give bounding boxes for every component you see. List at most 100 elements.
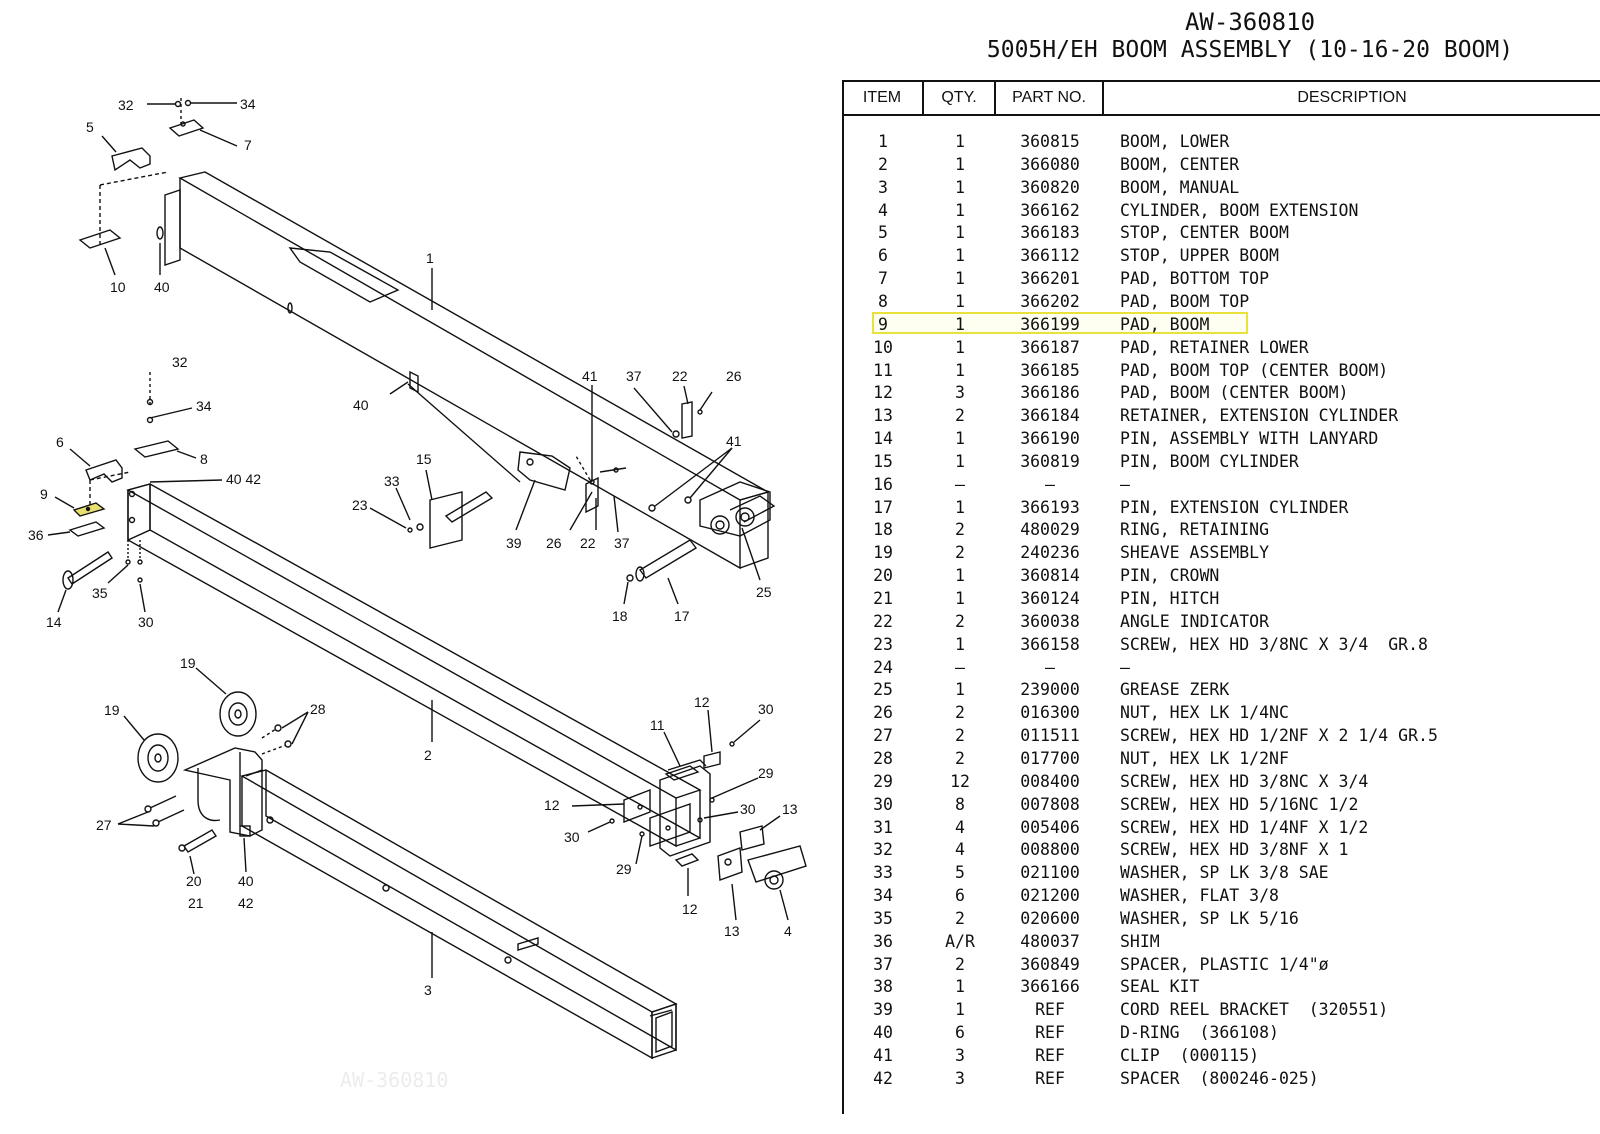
qty-cell: 1 [955,154,965,174]
part-number-cell: 239000 [1020,680,1080,700]
part-number-cell: 366162 [1020,200,1080,220]
item-cell: 11 [873,360,893,380]
item-cell: 42 [873,1068,893,1088]
qty-cell: – [955,657,965,677]
qty-cell: 1 [955,246,965,266]
part-number-cell: 360815 [1020,132,1080,151]
item-cell: 2 [878,154,888,174]
qty-cell: 1 [955,132,965,151]
qty-cell: 2 [955,726,965,746]
qty-cell: 2 [955,406,965,426]
callout-30: 30 [758,701,774,717]
qty-cell: 4 [955,817,965,837]
part-number-cell: 366190 [1020,429,1080,449]
item-cell: 24 [873,657,893,677]
part-number-cell: REF [1035,1046,1065,1065]
item-cell: 8 [878,291,888,311]
description-cell: STOP, UPPER BOOM [1120,246,1279,266]
qty-cell: 1 [955,223,965,243]
description-cell: RING, RETAINING [1120,520,1270,540]
callout-20: 20 [186,873,202,889]
part-number-cell: 005406 [1020,817,1080,837]
item-cell: 17 [873,497,893,517]
qty-cell: 1 [955,314,965,334]
description-cell: – [1120,657,1130,677]
top-hardware-group [78,98,238,276]
callout-29: 29 [616,861,632,877]
item-cell: 12 [873,383,893,403]
item-cell: 27 [873,726,893,746]
qty-cell: 1 [955,680,965,700]
item-cell: 37 [873,954,893,974]
part-number-cell: 360124 [1020,589,1080,608]
title-block: AW-360810 5005H/EH BOOM ASSEMBLY (10-16-… [920,8,1580,64]
part-number-cell: 366183 [1020,223,1080,243]
callout-6: 6 [56,434,64,450]
qty-cell: 1 [955,451,965,471]
center-boom-right-hardware [571,709,807,921]
callout-37: 37 [614,535,630,551]
callout-18: 18 [612,608,628,624]
part-number-cell: 011511 [1020,726,1080,746]
description-cell: NUT, HEX LK 1/2NF [1120,748,1289,768]
item-cell: 3 [878,177,888,197]
description-cell: SPACER, PLASTIC 1/4"ø [1120,954,1329,974]
description-cell: CORD REEL BRACKET (320551) [1120,1000,1389,1020]
callout-12: 12 [544,797,560,813]
item-cell: 40 [873,1023,893,1043]
boom-manual [182,747,678,1060]
description-cell: SPACER (800246-025) [1120,1068,1319,1088]
description-cell: PAD, BOOM [1120,314,1210,334]
qty-cell: 2 [955,543,965,563]
qty-cell: 4 [955,840,965,860]
callout-26: 26 [726,368,742,384]
qty-cell: 1 [955,497,965,517]
item-cell: 31 [873,817,893,837]
header-qty: QTY. [924,80,996,116]
callout-22: 22 [672,368,688,384]
item-cell: 36 [873,931,893,951]
callout-42: 42 [238,895,254,911]
item-cell: 32 [873,840,893,860]
description-cell: SCREW, HEX HD 3/8NC X 3/4 GR.8 [1120,634,1428,654]
callout-12: 12 [682,901,698,917]
description-cell: SCREW, HEX HD 5/16NC 1/2 [1120,794,1359,814]
part-number-cell: 480037 [1020,931,1080,951]
description-cell: CYLINDER, BOOM EXTENSION [1120,200,1359,220]
parts-table-header: ITEM QTY. PART NO. DESCRIPTION [842,80,1600,116]
description-cell: NUT, HEX LK 1/4NC [1120,703,1289,723]
item-cell: 10 [873,337,893,357]
callout-30: 30 [740,801,756,817]
qty-cell: 1 [955,429,965,449]
boom-lower [156,171,776,570]
item-cell: 38 [873,977,893,997]
qty-cell: 1 [955,589,965,608]
header-part-no: PART NO. [996,80,1104,116]
part-number-cell: 008800 [1020,840,1080,860]
description-cell: CLIP (000115) [1120,1046,1260,1065]
table-row: 24––– [842,656,1600,679]
header-item: ITEM [842,80,924,116]
item-cell: 22 [873,611,893,631]
item-cell: 18 [873,520,893,540]
callout-labels: 32 34 5 7 10 40 1 32 34 40 41 37 22 26 6… [28,96,798,998]
description-cell: GREASE ZERK [1120,680,1230,700]
description-cell: PAD, RETAINER LOWER [1120,337,1309,357]
description-cell: SHIM [1120,931,1160,951]
qty-cell: 2 [955,703,965,723]
callout-7: 7 [244,137,252,153]
callout-21: 21 [188,895,204,911]
callout-8: 8 [200,451,208,467]
qty-cell: 2 [955,954,965,974]
description-cell: SHEAVE ASSEMBLY [1120,543,1270,563]
